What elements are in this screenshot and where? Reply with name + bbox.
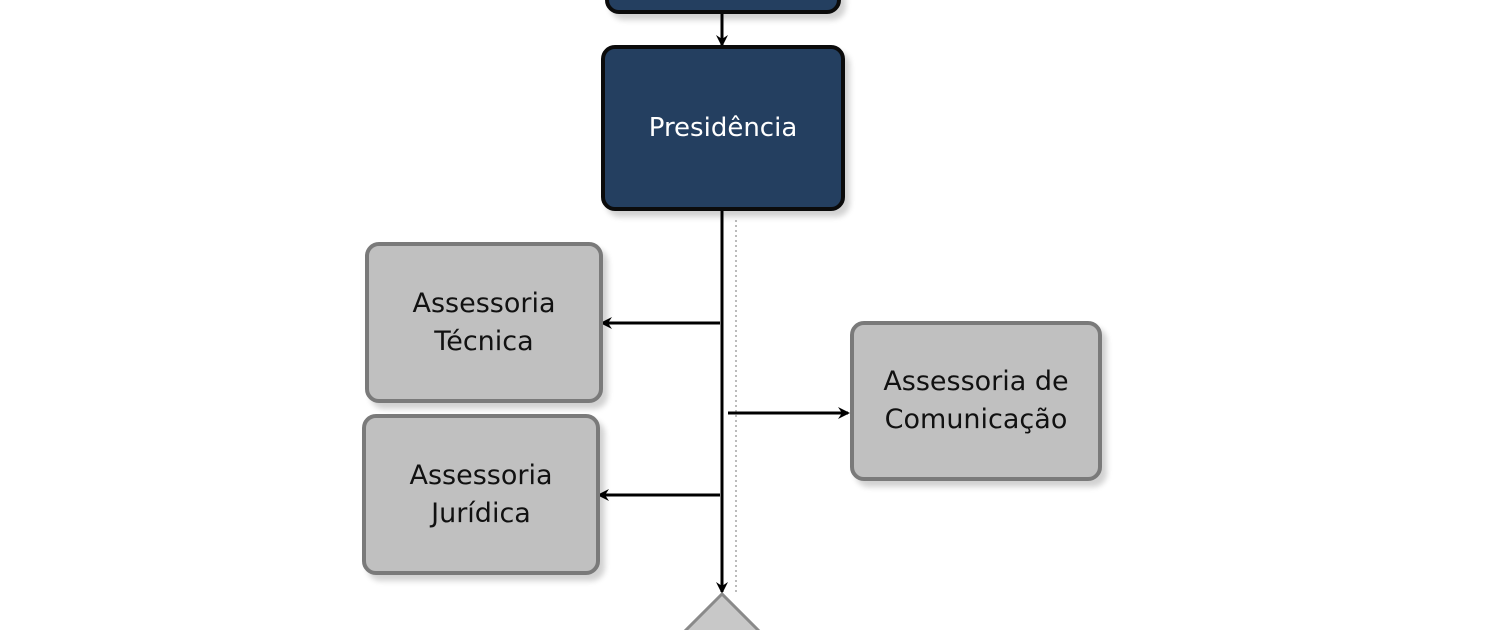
node-assessoria-juridica: Assessoria Jurídica: [362, 414, 600, 575]
node-assessoria-juridica-label: Assessoria Jurídica: [409, 459, 553, 529]
node-assessoria-tecnica: Assessoria Técnica: [365, 242, 603, 403]
node-assessoria-comunicacao-label: Assessoria de Comunicação: [883, 366, 1069, 435]
node-presidencia-label: Presidência: [648, 113, 798, 143]
decision-diamond: [683, 591, 761, 630]
parent-node: [605, 0, 841, 14]
node-assessoria-comunicacao: Assessoria de Comunicação: [850, 321, 1102, 481]
node-assessoria-tecnica-label: Assessoria Técnica: [412, 287, 556, 357]
node-presidencia: Presidência: [601, 45, 845, 211]
